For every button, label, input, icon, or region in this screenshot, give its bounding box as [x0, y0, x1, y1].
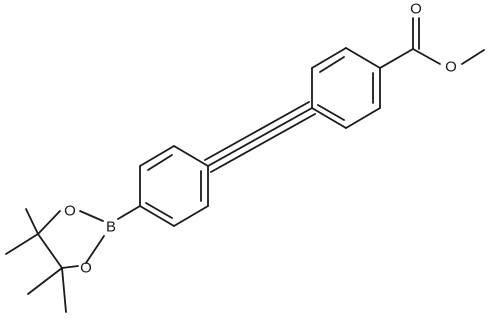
svg-text:O: O: [64, 203, 76, 220]
atom-label-carbonyl-oxygen: O: [410, 1, 422, 18]
aryl-boronate-ring: [139, 145, 209, 227]
svg-text:B: B: [106, 219, 116, 236]
pinacol-methyl-groups: [5, 208, 67, 313]
svg-text:O: O: [445, 59, 457, 76]
svg-text:O: O: [80, 260, 92, 277]
atom-label-ring-oxygen-upper: O: [64, 203, 76, 220]
methyl-ester-group: [379, 17, 485, 69]
atom-label-boron: B: [106, 219, 116, 236]
svg-text:O: O: [410, 1, 422, 18]
pinacol-boronate-ring: [37, 210, 105, 269]
benzoate-ring: [311, 47, 381, 129]
alkyne-triple-bond: [204, 101, 316, 173]
carbon-boron-bond: [117, 205, 141, 220]
atom-label-ester-oxygen: O: [445, 59, 457, 76]
atom-label-ring-oxygen-lower: O: [80, 260, 92, 277]
